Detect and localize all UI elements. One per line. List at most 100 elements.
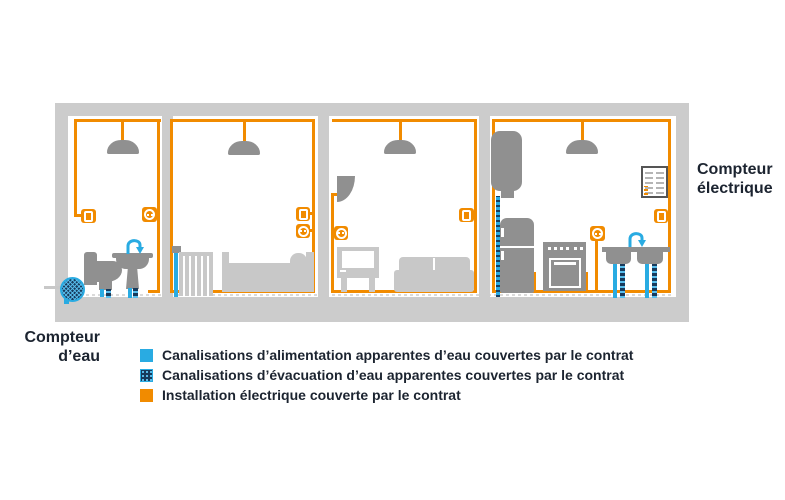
electric-meter-label-line1: Compteur xyxy=(697,161,773,178)
toilet-bowl xyxy=(94,261,122,282)
legend-swatch-supply xyxy=(140,348,153,362)
legend-swatch-electric xyxy=(140,388,153,402)
water-heater xyxy=(491,131,522,191)
electric-wire-segment xyxy=(74,119,161,122)
electric-meter-label: Compteur électrique xyxy=(697,160,785,198)
electric-panel-rows xyxy=(656,170,664,194)
water-meter-label-line2: d’eau xyxy=(58,348,100,365)
toilet xyxy=(84,252,97,285)
toilet-base xyxy=(99,280,112,290)
ceiling-wall xyxy=(55,103,689,116)
electric-wire-segment xyxy=(148,290,160,293)
fridge-divider xyxy=(500,246,534,248)
water-meter-label-line1: Compteur xyxy=(24,329,100,346)
bathroom-sink xyxy=(112,253,153,258)
legend-item-waste: Canalisations d’évacuation d’eau apparen… xyxy=(140,365,624,385)
faucet-icon xyxy=(628,232,646,247)
water-supply-pipe xyxy=(613,264,617,298)
radiator-valve xyxy=(172,246,181,253)
oven-door xyxy=(549,258,581,288)
pendant-lamp-icon xyxy=(384,140,416,154)
electric-wire-segment xyxy=(310,212,312,215)
tv-leg xyxy=(341,278,347,292)
tv-screen xyxy=(342,251,374,268)
fridge-handle xyxy=(501,228,504,237)
stove-knobs xyxy=(548,247,569,250)
partition-1 xyxy=(162,116,173,297)
electric-wire-segment xyxy=(668,119,671,293)
water-supply-pipe xyxy=(100,289,104,297)
outlet-icon xyxy=(590,226,605,241)
faucet-icon xyxy=(126,239,144,254)
switch-icon xyxy=(459,208,474,222)
bed-pillow xyxy=(290,253,307,264)
electric-wire-segment xyxy=(312,119,315,293)
water-supply-pipe xyxy=(174,253,178,297)
electric-wire-segment xyxy=(492,119,495,293)
electric-wire-segment xyxy=(585,272,588,290)
waste-pipe xyxy=(652,264,657,298)
fridge-handle xyxy=(501,251,504,260)
legend-swatch-waste xyxy=(140,368,153,382)
outlet-icon xyxy=(296,224,310,238)
couch-seam xyxy=(433,258,435,271)
pendant-lamp-icon xyxy=(228,141,260,155)
couch-seat xyxy=(394,270,474,292)
bathroom-sink-pedestal xyxy=(126,268,139,289)
legend-item-electric: Installation électrique couverte par le … xyxy=(140,385,461,405)
electric-wire-segment xyxy=(74,119,77,217)
legend-label-supply: Canalisations d’alimentation apparentes … xyxy=(162,347,634,363)
electric-wire-segment xyxy=(595,241,598,290)
bed-footboard xyxy=(222,252,229,292)
partition-3 xyxy=(479,116,490,297)
water-inlet-stub xyxy=(44,286,60,289)
tv-leg xyxy=(369,278,375,292)
electric-wire-segment xyxy=(581,122,584,146)
electric-wire-segment xyxy=(77,214,82,217)
tv-button xyxy=(340,270,346,272)
electric-meter-label-line2: électrique xyxy=(697,180,773,197)
water-supply-pipe xyxy=(64,299,69,304)
waste-pipe xyxy=(133,288,138,298)
water-heater-outlet xyxy=(501,189,514,198)
electric-wire-segment xyxy=(121,122,124,146)
kitchen-sink-basin xyxy=(606,252,631,264)
left-wall xyxy=(55,103,68,322)
electric-panel-rows xyxy=(645,170,653,194)
bed xyxy=(229,263,307,292)
water-supply-pipe xyxy=(496,196,500,297)
electric-wire-segment xyxy=(157,119,160,293)
stove-knobs xyxy=(574,247,583,250)
electric-wire-segment xyxy=(533,272,536,290)
electric-wire-segment xyxy=(474,119,477,293)
switch-icon xyxy=(81,209,96,223)
electric-wire-segment xyxy=(332,119,477,122)
electric-panel-fuses xyxy=(644,186,648,195)
kitchen-sink-counter xyxy=(602,247,670,252)
electric-wire-segment xyxy=(492,119,671,122)
water-meter-icon xyxy=(60,277,85,302)
switch-icon xyxy=(296,207,310,221)
wall-lamp-icon xyxy=(337,176,355,202)
legend-label-waste: Canalisations d’évacuation d’eau apparen… xyxy=(162,367,625,383)
electric-wire-segment xyxy=(492,290,671,293)
electric-wire-segment xyxy=(310,229,312,232)
pendant-lamp-icon xyxy=(566,140,598,154)
waste-pipe xyxy=(106,289,111,298)
waste-pipe xyxy=(620,264,625,298)
floor-slab xyxy=(55,297,689,322)
outlet-icon xyxy=(334,226,348,240)
kitchen-sink-basin xyxy=(637,252,663,264)
electric-wire-segment xyxy=(399,122,402,144)
right-wall xyxy=(676,103,689,322)
partition-2 xyxy=(318,116,329,297)
bed-headboard xyxy=(306,252,314,292)
electric-wire-segment xyxy=(331,193,334,293)
oven-handle xyxy=(554,262,576,265)
floor-dotted-line xyxy=(68,294,674,296)
pendant-lamp-icon xyxy=(107,140,139,154)
radiator xyxy=(179,252,213,296)
outlet-icon xyxy=(142,207,157,222)
water-meter-label: Compteur d’eau xyxy=(5,328,100,366)
